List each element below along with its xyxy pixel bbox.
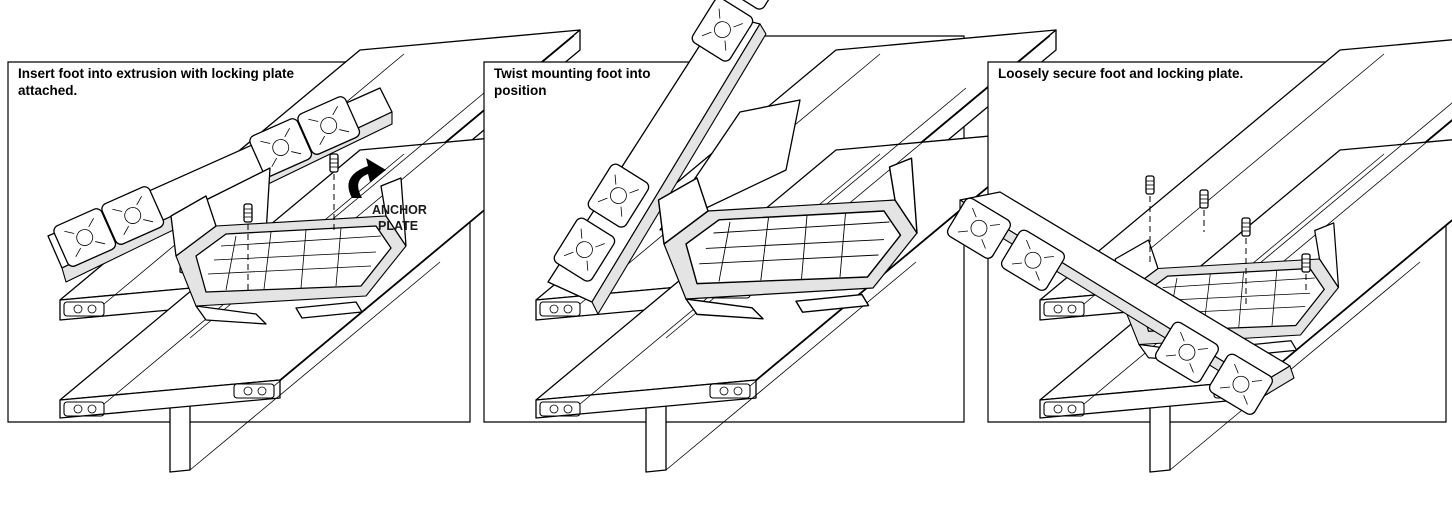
panel-1-screw: [329, 153, 339, 173]
anchor-plate-label: ANCHOR PLATE: [372, 203, 430, 233]
panel-3-screw: [1145, 175, 1155, 195]
panel-3-foot: [944, 191, 1295, 418]
panel-3-screw: [1301, 253, 1311, 273]
panel-2: Twist mounting foot into position: [483, 0, 1057, 473]
panel-2-caption: Twist mounting foot into position: [494, 66, 654, 98]
panel-3-screw: [1241, 217, 1251, 237]
anchor-plate-arrow: [348, 158, 386, 198]
panel-3-screw: [1199, 189, 1209, 209]
panel-1-caption: Insert foot into extrusion with locking …: [18, 66, 298, 98]
panel-3: Loosely secure foot and locking plate.: [944, 29, 1452, 473]
panel-1-screw: [243, 203, 253, 223]
panel-1: ANCHOR PLATE Insert foot into extrusion …: [7, 29, 581, 473]
panel-3-caption: Loosely secure foot and locking plate.: [998, 66, 1243, 81]
